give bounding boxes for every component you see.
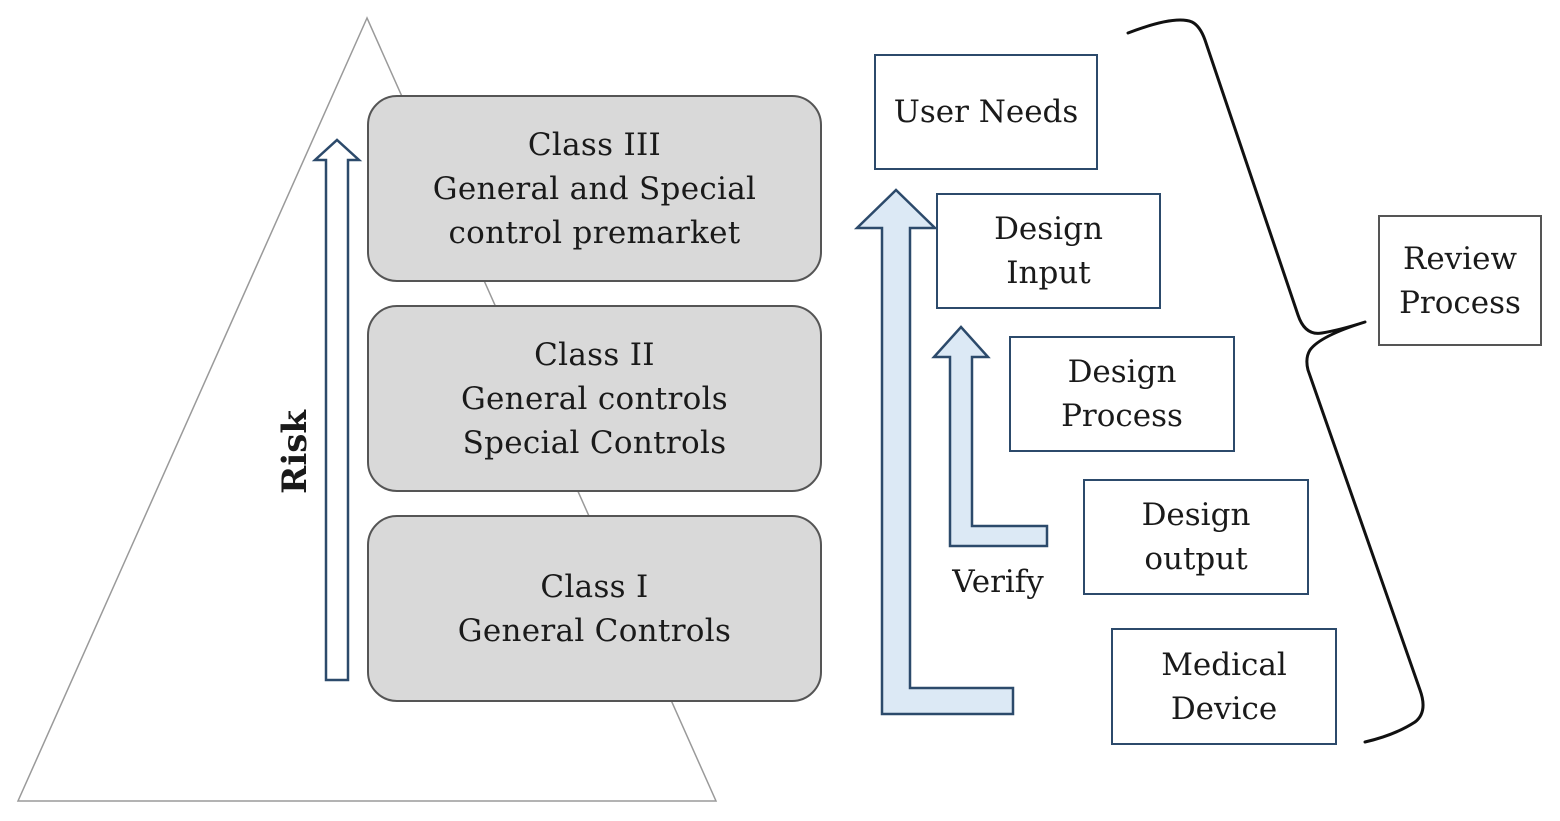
design-process-line-1: Design [1067,354,1177,390]
design-output-box: Design output [1083,479,1309,595]
class-i-box: Class I General Controls [367,515,822,702]
medical-device-box: Medical Device [1111,628,1337,745]
class-iii-line-2: General and Special [432,170,757,207]
class-ii-line-2: General controls [460,380,729,417]
class-ii-title: Class II [534,336,655,373]
class-ii-box: Class II General controls Special Contro… [367,305,822,492]
verify-label: Verify [952,564,1044,600]
user-needs-box: User Needs [874,54,1098,170]
design-input-line-2: Input [1006,255,1091,291]
review-curly-brace [1126,18,1425,744]
design-output-line-2: output [1144,541,1248,577]
class-ii-line-3: Special Controls [462,424,727,461]
design-process-box: Design Process [1009,336,1235,452]
class-iii-line-3: control premarket [448,214,741,251]
design-process-line-2: Process [1061,398,1183,434]
verify-up-arrow [931,325,1049,548]
review-process-line-2: Process [1399,284,1521,321]
medical-device-line-2: Device [1170,690,1278,727]
user-needs-label: User Needs [893,94,1079,130]
design-output-line-1: Design [1141,497,1251,533]
review-process-box: Review Process [1378,215,1542,346]
class-i-line-2: General Controls [457,612,732,649]
risk-label: Risk [275,410,315,494]
class-iii-box: Class III General and Special control pr… [367,95,822,282]
design-input-box: Design Input [936,193,1161,309]
review-process-line-1: Review [1403,240,1517,277]
design-input-line-1: Design [994,211,1103,247]
validate-up-arrow [853,188,1015,716]
risk-up-arrow [311,138,363,682]
class-iii-title: Class III [527,126,662,163]
medical-device-line-1: Medical [1161,646,1287,683]
class-i-title: Class I [540,568,649,605]
